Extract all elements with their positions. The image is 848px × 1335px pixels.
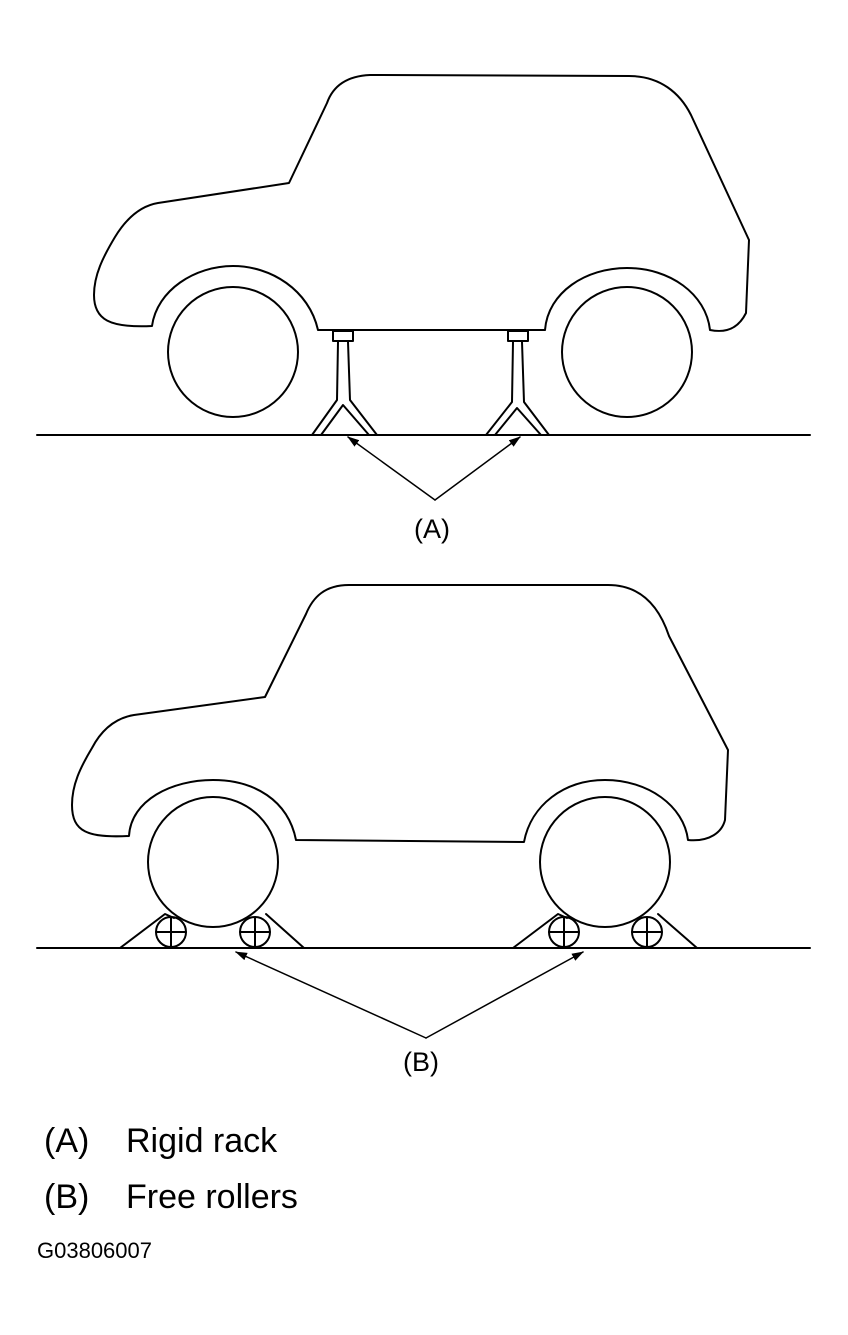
rigid-rack-right <box>485 330 550 436</box>
vehicle-body-top <box>93 74 750 332</box>
legend-key: (B) <box>44 1178 90 1216</box>
legend-key: (A) <box>44 1122 90 1160</box>
legend-label: Free rollers <box>126 1178 298 1216</box>
legend-item-rigid-rack: (A) Rigid rack <box>44 1124 277 1158</box>
rear-wheel-bottom <box>539 796 671 928</box>
rigid-rack-left <box>311 330 378 436</box>
rear-wheel-top <box>561 286 693 418</box>
vehicle-on-rigid-rack <box>36 74 811 436</box>
legend-label: Rigid rack <box>126 1122 278 1160</box>
callout-a-label: (A) <box>414 514 450 544</box>
callout-b-label: (B) <box>403 1047 439 1077</box>
free-roller-rear <box>512 913 698 949</box>
figure-code: G03806007 <box>37 1238 152 1263</box>
front-wheel-bottom <box>147 796 279 928</box>
vehicle-body-bottom <box>71 584 729 843</box>
free-roller-front <box>119 913 305 949</box>
front-wheel-top <box>167 286 299 418</box>
leader-lines-a <box>347 436 521 501</box>
vehicle-on-free-rollers <box>36 584 811 949</box>
legend-item-free-rollers: (B) Free rollers <box>44 1180 298 1214</box>
leader-lines-b <box>235 951 584 1039</box>
